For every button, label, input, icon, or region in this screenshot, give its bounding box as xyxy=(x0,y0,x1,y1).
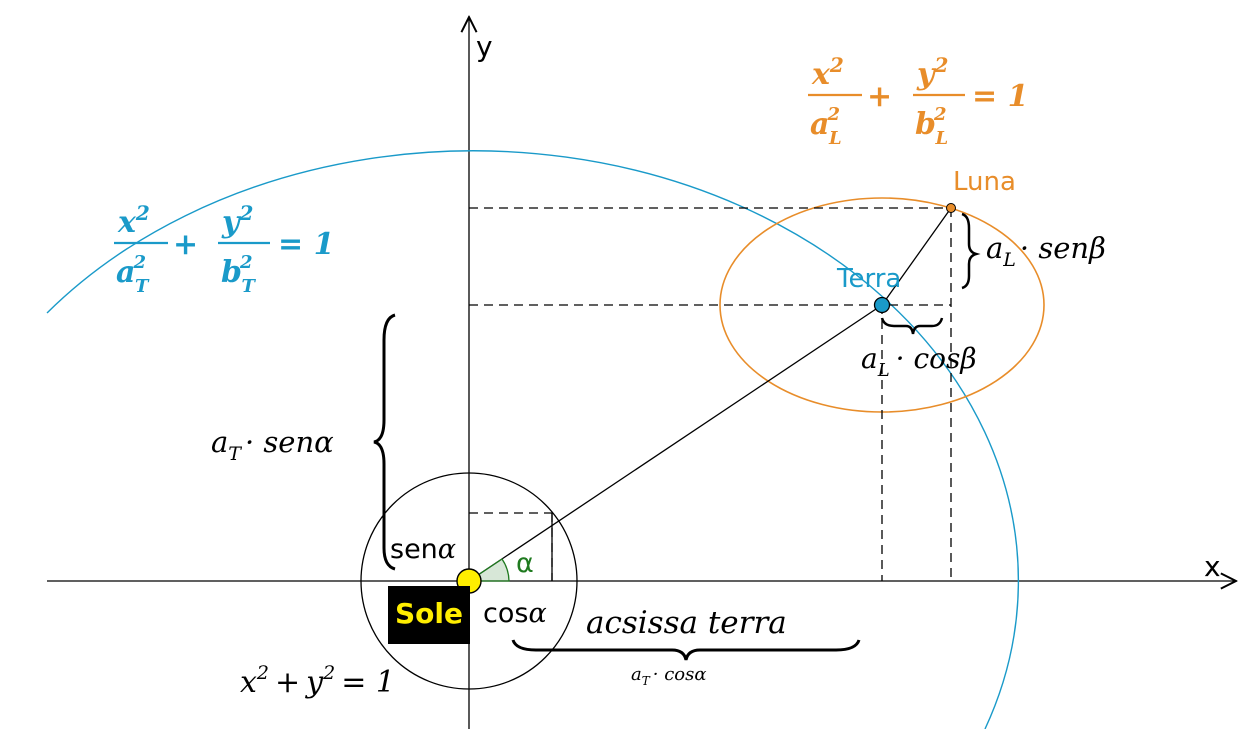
sun-earth-line xyxy=(468,304,883,582)
svg-text:a2L: a2L xyxy=(810,104,842,149)
al-sen-beta-brace xyxy=(961,212,981,290)
earth-orbit xyxy=(46,150,1020,729)
at-sen-alpha-label: aT· senα xyxy=(211,425,334,465)
sen-alpha-label: senα xyxy=(390,534,456,565)
moon xyxy=(946,203,956,213)
cos-alpha-label: cosα xyxy=(483,598,547,629)
al-cos-beta-brace xyxy=(880,317,944,335)
svg-text:= 1: = 1 xyxy=(972,79,1028,114)
alpha-label: α xyxy=(516,548,534,579)
svg-text:b2L: b2L xyxy=(915,104,948,149)
earth-moon-line xyxy=(881,207,952,306)
moon-label: Luna xyxy=(953,167,1016,197)
svg-text:a2T: a2T xyxy=(116,252,150,297)
unit-circle xyxy=(360,472,578,690)
svg-text:b2T: b2T xyxy=(221,252,257,297)
at-cos-alpha-label: aT· cosα xyxy=(631,664,707,688)
svg-text:y2: y2 xyxy=(221,201,253,240)
sun-label: Sole xyxy=(395,597,463,630)
svg-text:x2: x2 xyxy=(811,53,844,92)
earth xyxy=(873,296,891,314)
svg-text:y2: y2 xyxy=(916,53,948,92)
y-axis-label: y xyxy=(476,30,493,63)
x-axis-label: x xyxy=(1204,550,1221,583)
unit-circle-equation: x2+y2= 1 xyxy=(240,662,395,700)
al-sen-beta-label: aL· senβ xyxy=(986,231,1106,271)
at-sen-alpha-brace xyxy=(373,313,396,571)
abscissa-brace xyxy=(511,639,861,661)
al-cos-beta-label: aL· cosβ xyxy=(861,342,977,381)
sun-label-box xyxy=(388,586,470,644)
svg-text:x2: x2 xyxy=(117,201,150,240)
abscissa-label: acsissa terra xyxy=(586,605,787,641)
svg-text:+: + xyxy=(173,227,198,262)
svg-text:+: + xyxy=(867,79,892,114)
svg-text:= 1: = 1 xyxy=(278,227,334,262)
earth-label: Terra xyxy=(836,264,901,294)
